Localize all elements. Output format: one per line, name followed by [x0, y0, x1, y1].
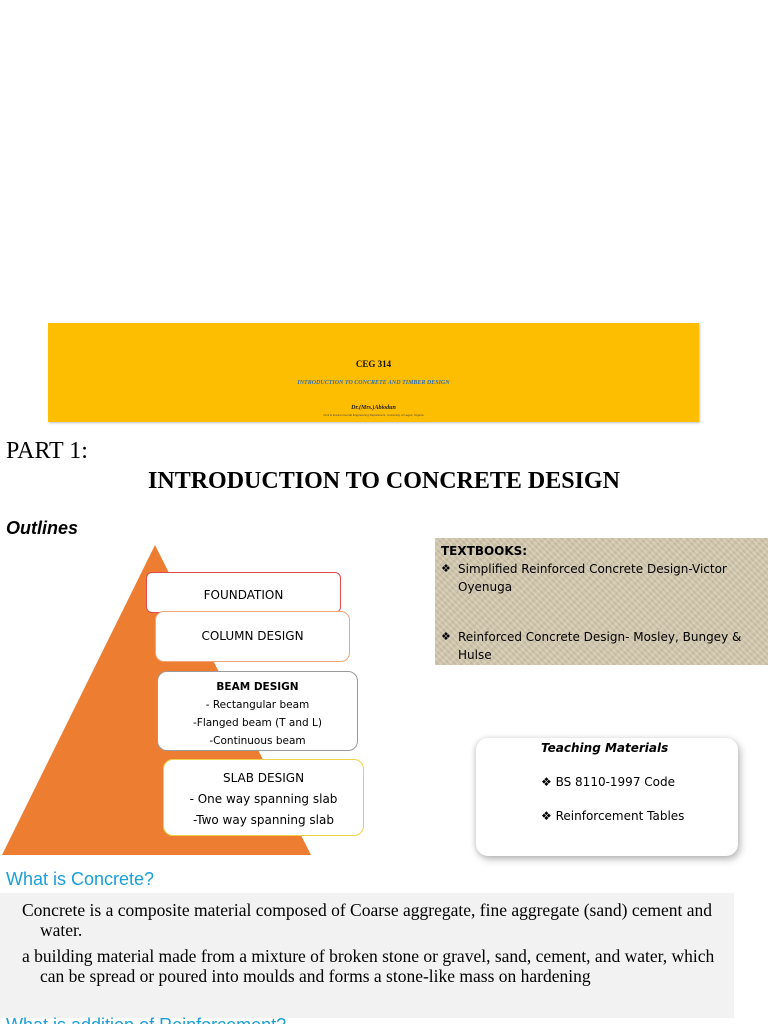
- department-line: Civil & Environmental Engineering Depart…: [323, 413, 424, 417]
- beam-item: - Rectangular beam: [205, 699, 310, 711]
- textbook-item: ❖ Simplified Reinforced Concrete Design-…: [441, 560, 762, 596]
- textbooks-heading: TEXTBOOKS:: [441, 544, 528, 558]
- lecturer-name: Dr.(Mrs.)Abiodun: [351, 405, 396, 411]
- slab-item: -Two way spanning slab: [193, 813, 334, 827]
- diamond-bullet-icon: ❖: [541, 775, 552, 789]
- what-is-concrete-heading: What is Concrete?: [6, 869, 155, 889]
- column-design-label: COLUMN DESIGN: [201, 629, 304, 643]
- reinforcement-heading: What is addition of Reinforcement?: [6, 1015, 286, 1024]
- course-banner: CEG 314 INTRODUCTION TO CONCRETE AND TIM…: [48, 323, 699, 422]
- foundation-label: FOUNDATION: [203, 588, 284, 602]
- diamond-bullet-icon: ❖: [441, 630, 451, 643]
- textbook-item: ❖ Reinforced Concrete Design- Mosley, Bu…: [441, 628, 762, 664]
- teaching-item-text: Reinforcement Tables: [555, 809, 685, 823]
- slab-design-title: SLAB DESIGN: [222, 771, 305, 785]
- main-heading: INTRODUCTION TO CONCRETE DESIGN: [148, 468, 620, 494]
- slab-design-box: SLAB DESIGN - One way spanning slab -Two…: [163, 759, 364, 836]
- textbook-text: Simplified Reinforced Concrete Design-Vi…: [458, 562, 727, 594]
- teaching-item: ❖ BS 8110-1997 Code: [541, 775, 675, 789]
- teaching-materials-heading: Teaching Materials: [541, 741, 669, 755]
- concrete-definition-2: a building material made from a mixture …: [22, 946, 715, 986]
- concrete-definition-box: Concrete is a composite material compose…: [0, 893, 734, 1018]
- concrete-definition-1: Concrete is a composite material compose…: [22, 900, 712, 940]
- textbook-text: Reinforced Concrete Design- Mosley, Bung…: [458, 630, 742, 662]
- part-label: PART 1:: [6, 438, 88, 464]
- textbooks-panel: TEXTBOOKS: ❖ Simplified Reinforced Concr…: [435, 538, 768, 665]
- column-design-box: COLUMN DESIGN: [155, 611, 350, 662]
- teaching-item: ❖ Reinforcement Tables: [541, 809, 684, 823]
- teaching-materials-card: Teaching Materials ❖ BS 8110-1997 Code ❖…: [476, 738, 738, 856]
- beam-item: -Flanged beam (T and L): [193, 717, 322, 729]
- course-code: CEG 314: [355, 359, 392, 369]
- course-title: INTRODUCTION TO CONCRETE AND TIMBER DESI…: [297, 380, 450, 386]
- beam-design-box: BEAM DESIGN - Rectangular beam -Flanged …: [157, 671, 358, 751]
- diamond-bullet-icon: ❖: [541, 809, 552, 823]
- beam-design-title: BEAM DESIGN: [216, 681, 299, 693]
- beam-item: -Continuous beam: [209, 735, 306, 747]
- slab-item: - One way spanning slab: [189, 792, 338, 806]
- outlines-title: Outlines: [6, 518, 79, 538]
- foundation-box: FOUNDATION: [146, 572, 341, 613]
- diamond-bullet-icon: ❖: [441, 562, 451, 575]
- teaching-item-text: BS 8110-1997 Code: [555, 775, 675, 789]
